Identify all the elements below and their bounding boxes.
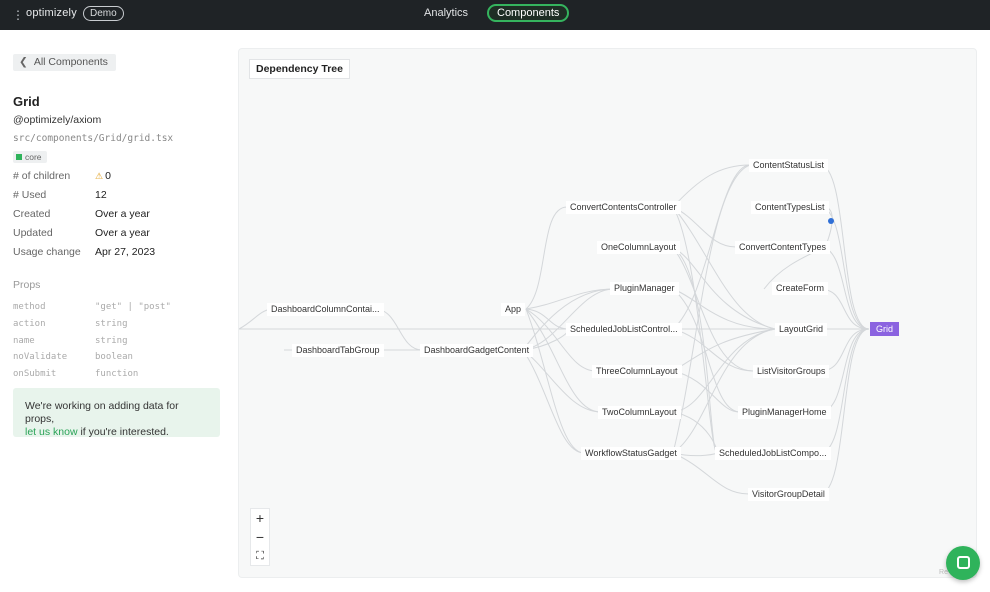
let-us-know-link[interactable]: let us know	[25, 426, 78, 438]
graph-watermark: Re	[939, 569, 948, 576]
demo-badge: Demo	[83, 6, 124, 21]
dependency-graph-panel[interactable]: Dependency Tree DashboardColumnContai...…	[238, 48, 977, 578]
plus-icon[interactable]: +	[255, 510, 265, 526]
node-scheduled-job-list-compo[interactable]: ScheduledJobListCompo...	[715, 447, 831, 460]
minus-icon[interactable]: −	[255, 529, 265, 545]
prop-type: function	[95, 369, 139, 379]
component-title: Grid	[13, 94, 40, 109]
node-dashboard-gadget-content[interactable]: DashboardGadgetContent	[420, 344, 534, 357]
warning-icon: ⚠	[95, 171, 104, 181]
meta-key: # of children	[13, 170, 71, 182]
fit-view-icon[interactable]: ⛶	[256, 550, 264, 562]
node-two-column-layout[interactable]: TwoColumnLayout	[598, 406, 681, 419]
node-content-types-list[interactable]: ContentTypesList	[751, 201, 829, 214]
prop-type: string	[95, 336, 128, 346]
zoom-controls: + − ⛶	[250, 508, 270, 566]
prop-name: method	[13, 302, 46, 312]
prop-type: string	[95, 319, 128, 329]
meta-key: Usage change	[13, 246, 81, 258]
back-label: All Components	[33, 56, 108, 68]
nav-components[interactable]: Components	[487, 4, 570, 22]
node-grid-target[interactable]: Grid	[870, 322, 900, 336]
props-title: Props	[13, 279, 41, 291]
meta-value: Over a year	[95, 227, 150, 239]
children-count: 0	[105, 170, 111, 182]
meta-key: Created	[13, 208, 51, 220]
prop-name: onSubmit	[13, 369, 57, 379]
node-create-form[interactable]: CreateForm	[772, 282, 829, 295]
prop-type: boolean	[95, 352, 133, 362]
chevron-left-icon: ❮	[19, 56, 28, 68]
nav-analytics[interactable]: Analytics	[424, 7, 469, 19]
meta-key: # Used	[13, 189, 47, 201]
node-workflow-status-gadget[interactable]: WorkflowStatusGadget	[581, 447, 681, 460]
meta-value: Over a year	[95, 208, 150, 220]
brand-logo[interactable]: optimizely	[26, 7, 77, 19]
meta-value: Apr 27, 2023	[95, 246, 156, 258]
node-layout-grid[interactable]: LayoutGrid	[775, 323, 828, 336]
graph-edges	[239, 164, 870, 495]
meta-value: 12	[95, 189, 107, 201]
node-scheduled-job-list-control[interactable]: ScheduledJobListControl...	[566, 323, 682, 336]
prop-name: action	[13, 319, 46, 329]
core-tag: core	[13, 151, 47, 163]
node-plugin-manager[interactable]: PluginManager	[610, 282, 679, 295]
node-convert-content-types[interactable]: ConvertContentTypes	[735, 241, 831, 254]
node-three-column-layout[interactable]: ThreeColumnLayout	[592, 365, 682, 378]
node-one-column-layout[interactable]: OneColumnLayout	[597, 241, 681, 254]
meta-key: Updated	[13, 227, 53, 239]
prop-name: noValidate	[13, 352, 68, 362]
node-anchor-dot	[828, 218, 834, 224]
node-content-status-list[interactable]: ContentStatusList	[749, 159, 829, 172]
chat-button[interactable]	[946, 546, 980, 580]
tag-label: core	[25, 152, 42, 162]
node-plugin-manager-home[interactable]: PluginManagerHome	[738, 406, 831, 419]
prop-type: "get" | "post"	[95, 302, 171, 312]
node-list-visitor-groups[interactable]: ListVisitorGroups	[753, 365, 830, 378]
props-notice: We're working on adding data for props, …	[13, 388, 220, 438]
node-dashboard-column[interactable]: DashboardColumnContai...	[267, 303, 384, 316]
menu-icon[interactable]: ⋮	[12, 8, 24, 22]
prop-name: name	[13, 336, 35, 346]
node-convert-contents-controller[interactable]: ConvertContentsController	[566, 201, 681, 214]
top-bar: ⋮ optimizely Demo Analytics Components	[0, 0, 990, 30]
component-path: src/components/Grid/grid.tsx	[13, 133, 174, 144]
node-visitor-group-detail[interactable]: VisitorGroupDetail	[748, 488, 829, 501]
notice-text-end: if you're interested.	[77, 426, 169, 438]
chat-icon	[957, 556, 970, 569]
component-package: @optimizely/axiom	[13, 114, 102, 126]
tag-color-icon	[16, 154, 22, 160]
meta-value: ⚠0	[95, 170, 111, 182]
node-app[interactable]: App	[501, 303, 526, 316]
all-components-button[interactable]: ❮ All Components	[13, 54, 116, 71]
notice-text: We're working on adding data for props,	[25, 400, 179, 425]
node-dashboard-tab-group[interactable]: DashboardTabGroup	[292, 344, 384, 357]
graph-title: Dependency Tree	[249, 59, 350, 79]
